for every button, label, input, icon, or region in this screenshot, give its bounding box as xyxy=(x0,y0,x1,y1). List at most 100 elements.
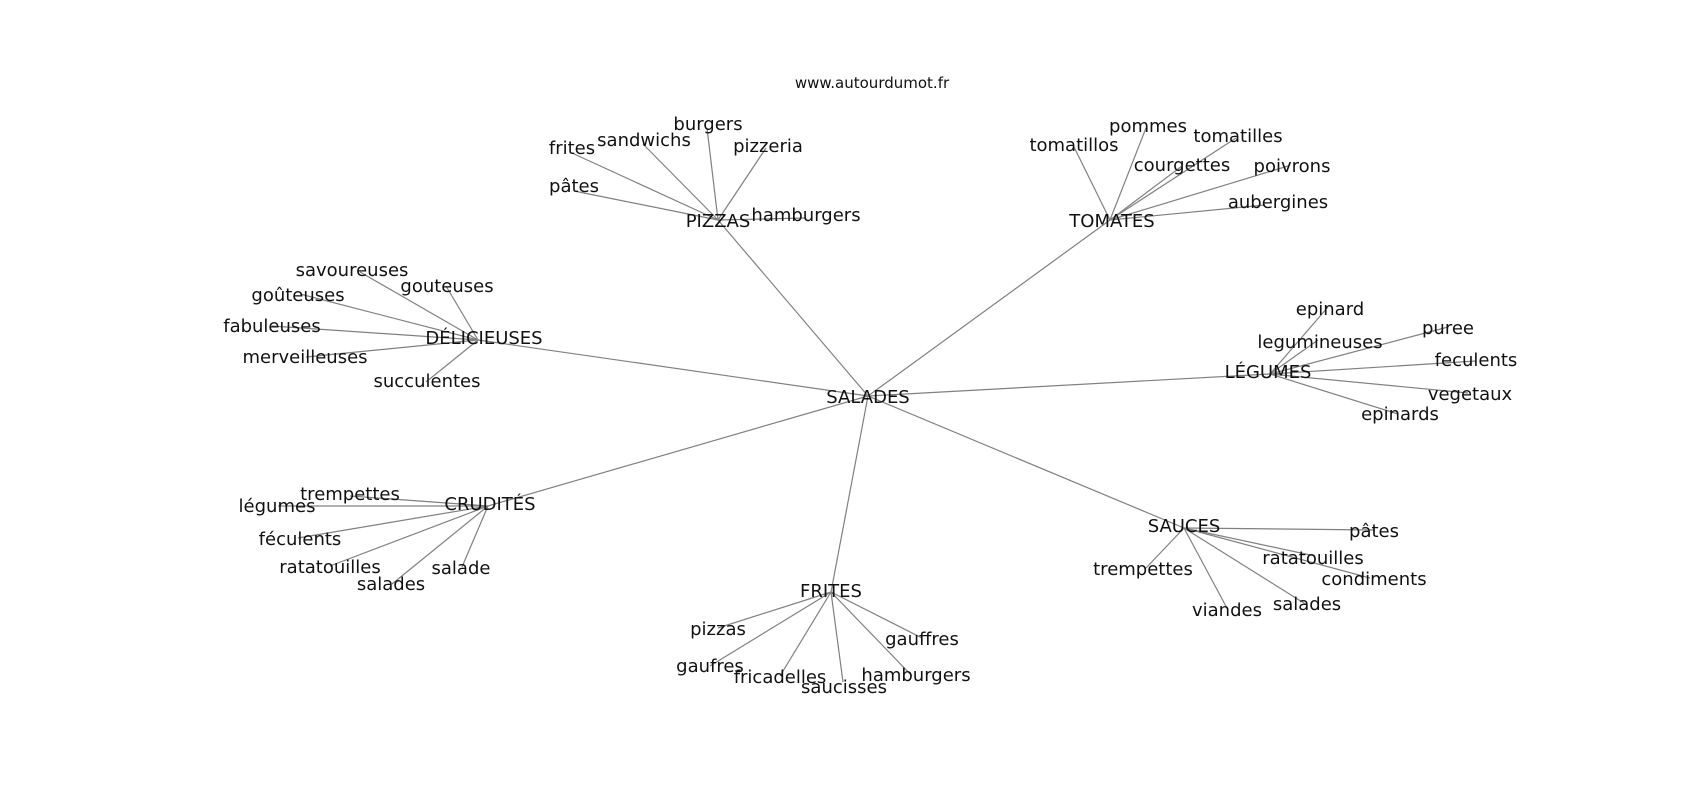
edge-hub-to-leaf xyxy=(709,591,832,667)
leaf-node: legumineuses xyxy=(1257,332,1382,353)
edge-hub-to-leaf xyxy=(271,325,479,341)
edge-hub-to-leaf xyxy=(329,505,489,567)
graph-labels: www.autourdumot.fr SALADES PIZZAS pâtes fr… xyxy=(223,74,1517,698)
leaf-node: trempettes xyxy=(300,484,400,505)
leaf-node: pâtes xyxy=(549,176,599,197)
hub-node: TOMATES xyxy=(1068,211,1154,232)
edge-hub-to-leaf xyxy=(830,591,844,683)
edge-hub-to-leaf xyxy=(1269,306,1329,375)
leaf-node: gaufres xyxy=(676,656,744,677)
edge-hub-to-leaf xyxy=(571,152,719,221)
edge-hub-to-leaf xyxy=(1183,527,1371,579)
leaf-node: légumes xyxy=(239,496,316,517)
edge-hub-to-leaf xyxy=(391,505,489,585)
leaf-node: sandwichs xyxy=(597,130,691,151)
graph-edges xyxy=(271,127,1477,683)
edge-center-to-hub xyxy=(717,219,869,397)
edge-hub-to-leaf xyxy=(1109,127,1147,221)
leaf-node: hamburgers xyxy=(861,665,970,686)
hub-node: PIZZAS xyxy=(686,211,751,232)
edge-hub-to-leaf xyxy=(1269,373,1399,415)
hub-node: FRITES xyxy=(800,581,862,602)
edge-hub-to-leaf xyxy=(717,217,806,221)
edge-hub-to-leaf xyxy=(830,591,913,677)
leaf-node: fabuleuses xyxy=(223,316,321,337)
edge-hub-to-leaf xyxy=(642,143,719,221)
edge-hub-to-leaf xyxy=(1183,527,1316,557)
edge-hub-to-leaf xyxy=(1269,339,1319,375)
leaf-node: succulentes xyxy=(374,371,481,392)
edge-hub-to-leaf xyxy=(299,293,479,341)
edge-hub-to-leaf xyxy=(1183,527,1308,606)
leaf-node: poivrons xyxy=(1254,156,1331,177)
edge-hub-to-leaf xyxy=(1109,137,1237,221)
edge-center-to-hub xyxy=(487,395,869,507)
edge-hub-to-leaf xyxy=(349,495,489,507)
edge-hub-to-leaf xyxy=(1183,527,1376,531)
leaf-node: trempettes xyxy=(1093,559,1193,580)
edge-hub-to-leaf xyxy=(305,339,479,358)
edge-hub-to-leaf xyxy=(717,147,767,221)
leaf-node: tomatillos xyxy=(1029,135,1118,156)
edge-hub-to-leaf xyxy=(1109,165,1289,221)
leaf-node: gauffres xyxy=(885,629,959,650)
edge-center-to-hub xyxy=(867,219,1111,397)
leaf-node: ratatouilles xyxy=(279,557,380,578)
leaf-node: merveilleuses xyxy=(242,347,367,368)
leaf-node: feculents xyxy=(1435,350,1518,371)
leaf-node: ratatouilles xyxy=(1262,548,1363,569)
edge-hub-to-leaf xyxy=(425,339,479,383)
edge-center-to-hub xyxy=(830,395,869,593)
leaf-node: epinards xyxy=(1361,404,1439,425)
leaf-node: hamburgers xyxy=(751,205,860,226)
leaf-node: pizzeria xyxy=(733,136,803,157)
leaf-node: condiments xyxy=(1321,569,1426,590)
edge-hub-to-leaf xyxy=(1183,527,1229,611)
leaf-node: epinard xyxy=(1296,299,1364,320)
leaf-node: courgettes xyxy=(1134,155,1230,176)
edge-hub-to-leaf xyxy=(1109,204,1266,221)
edge-hub-to-leaf xyxy=(461,505,489,568)
leaf-node: féculents xyxy=(259,529,342,550)
hub-node: SAUCES xyxy=(1148,516,1221,537)
hub-node: DÉLICIEUSES xyxy=(425,327,542,349)
edge-hub-to-leaf xyxy=(359,271,479,341)
leaf-node: saucisses xyxy=(801,677,887,698)
leaf-node: fricadelles xyxy=(734,667,827,688)
edge-hub-to-leaf xyxy=(1269,360,1477,375)
edge-hub-to-leaf xyxy=(445,285,479,341)
leaf-node: pommes xyxy=(1109,116,1187,137)
center-node: SALADES xyxy=(826,387,910,408)
leaf-node: aubergines xyxy=(1228,192,1328,213)
leaf-node: gouteuses xyxy=(400,276,493,297)
edge-hub-to-leaf xyxy=(573,190,719,221)
hub-node: CRUDITÉS xyxy=(444,493,535,515)
leaf-node: goûteuses xyxy=(251,285,344,306)
edge-hub-to-leaf xyxy=(297,505,489,539)
edge-center-to-hub xyxy=(867,373,1271,397)
edge-hub-to-leaf xyxy=(706,127,719,221)
leaf-node: salades xyxy=(1273,594,1341,615)
edge-hub-to-leaf xyxy=(1269,326,1449,375)
leaf-node: salades xyxy=(357,574,425,595)
edge-center-to-hub xyxy=(867,395,1185,529)
leaf-node: pizzas xyxy=(690,619,746,640)
edge-center-to-hub xyxy=(477,339,869,397)
edge-hub-to-leaf xyxy=(1073,146,1111,221)
leaf-node: salade xyxy=(432,558,491,579)
leaf-node: savoureuses xyxy=(296,260,409,281)
leaf-node: pâtes xyxy=(1349,521,1399,542)
leaf-node: burgers xyxy=(673,114,742,135)
leaf-node: frites xyxy=(549,138,595,159)
leaf-node: viandes xyxy=(1192,600,1262,621)
edge-hub-to-leaf xyxy=(1145,527,1185,569)
edge-hub-to-leaf xyxy=(1109,165,1183,221)
leaf-node: puree xyxy=(1422,318,1474,339)
edge-hub-to-leaf xyxy=(830,591,923,639)
edge-hub-to-leaf xyxy=(779,591,832,677)
source-label: www.autourdumot.fr xyxy=(795,74,950,92)
edge-hub-to-leaf xyxy=(717,591,832,629)
edge-hub-to-leaf xyxy=(1269,373,1469,394)
leaf-node: vegetaux xyxy=(1428,384,1513,405)
